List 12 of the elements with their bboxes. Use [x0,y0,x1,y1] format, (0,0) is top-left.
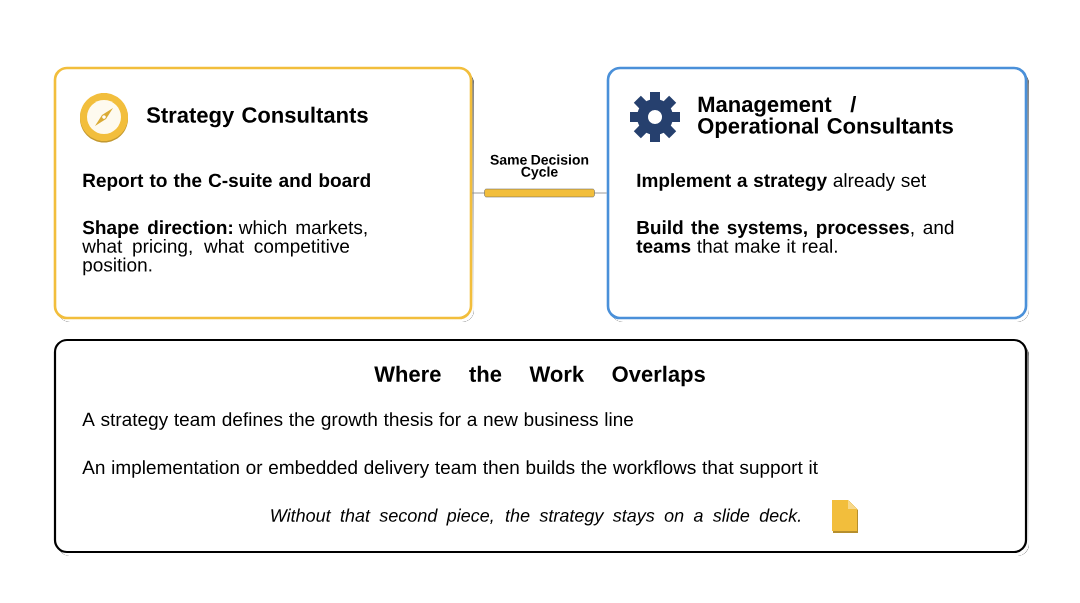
note-text: Without that second piece, the strategy stays on a slide deck. [271,508,800,526]
card-text: Implement a strategy already set [637,173,926,191]
section-title: Where the Work Overlaps [374,365,705,387]
card-text: Build the systems, processes, and teams that make it real. [636,220,954,253]
card-text: Shape direction: which markets, what pricing, what competitive position. [82,220,367,276]
edge-label: Same Decision Cycle [490,154,589,180]
connector-bar [471,188,608,198]
body-text: A strategy team defines the growth thesis for a new business line [82,412,633,430]
card-title: Strategy Consultants [146,106,368,128]
body-text: An implementation or embedded delivery team then builds the workflows that support it [82,460,818,478]
card-title: Management / Operational Consultants [698,95,953,139]
card-text: Report to the C-suite and board [83,173,370,191]
